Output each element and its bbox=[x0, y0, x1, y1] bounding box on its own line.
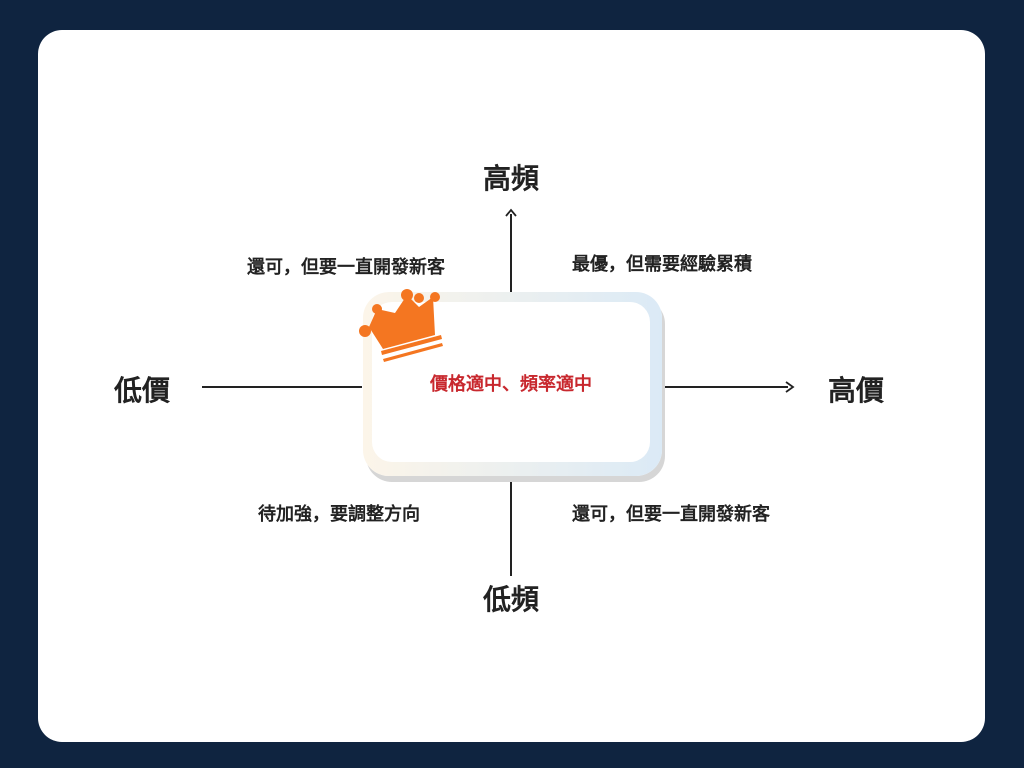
center-label: 價格適中、頻率適中 bbox=[430, 374, 592, 395]
quadrant-bottom-right: 還可，但要一直開發新客 bbox=[572, 504, 770, 525]
vertical-axis-top bbox=[510, 214, 512, 292]
axis-label-low-price: 低價 bbox=[113, 374, 171, 407]
horizontal-axis-left bbox=[202, 386, 362, 388]
quadrant-top-left: 還可，但要一直開發新客 bbox=[247, 257, 445, 278]
horizontal-axis-right bbox=[664, 386, 788, 388]
axis-label-high-frequency: 高頻 bbox=[482, 162, 540, 195]
arrow-up-icon bbox=[505, 208, 517, 217]
arrow-right-icon bbox=[785, 381, 795, 393]
vertical-axis-bottom bbox=[510, 478, 512, 576]
quadrant-top-right: 最優，但需要經驗累積 bbox=[572, 254, 752, 275]
crown-icon bbox=[359, 289, 443, 362]
quadrant-bottom-left: 待加強，要調整方向 bbox=[258, 504, 420, 525]
axis-label-low-frequency: 低頻 bbox=[482, 583, 540, 616]
axis-label-high-price: 高價 bbox=[827, 374, 885, 407]
